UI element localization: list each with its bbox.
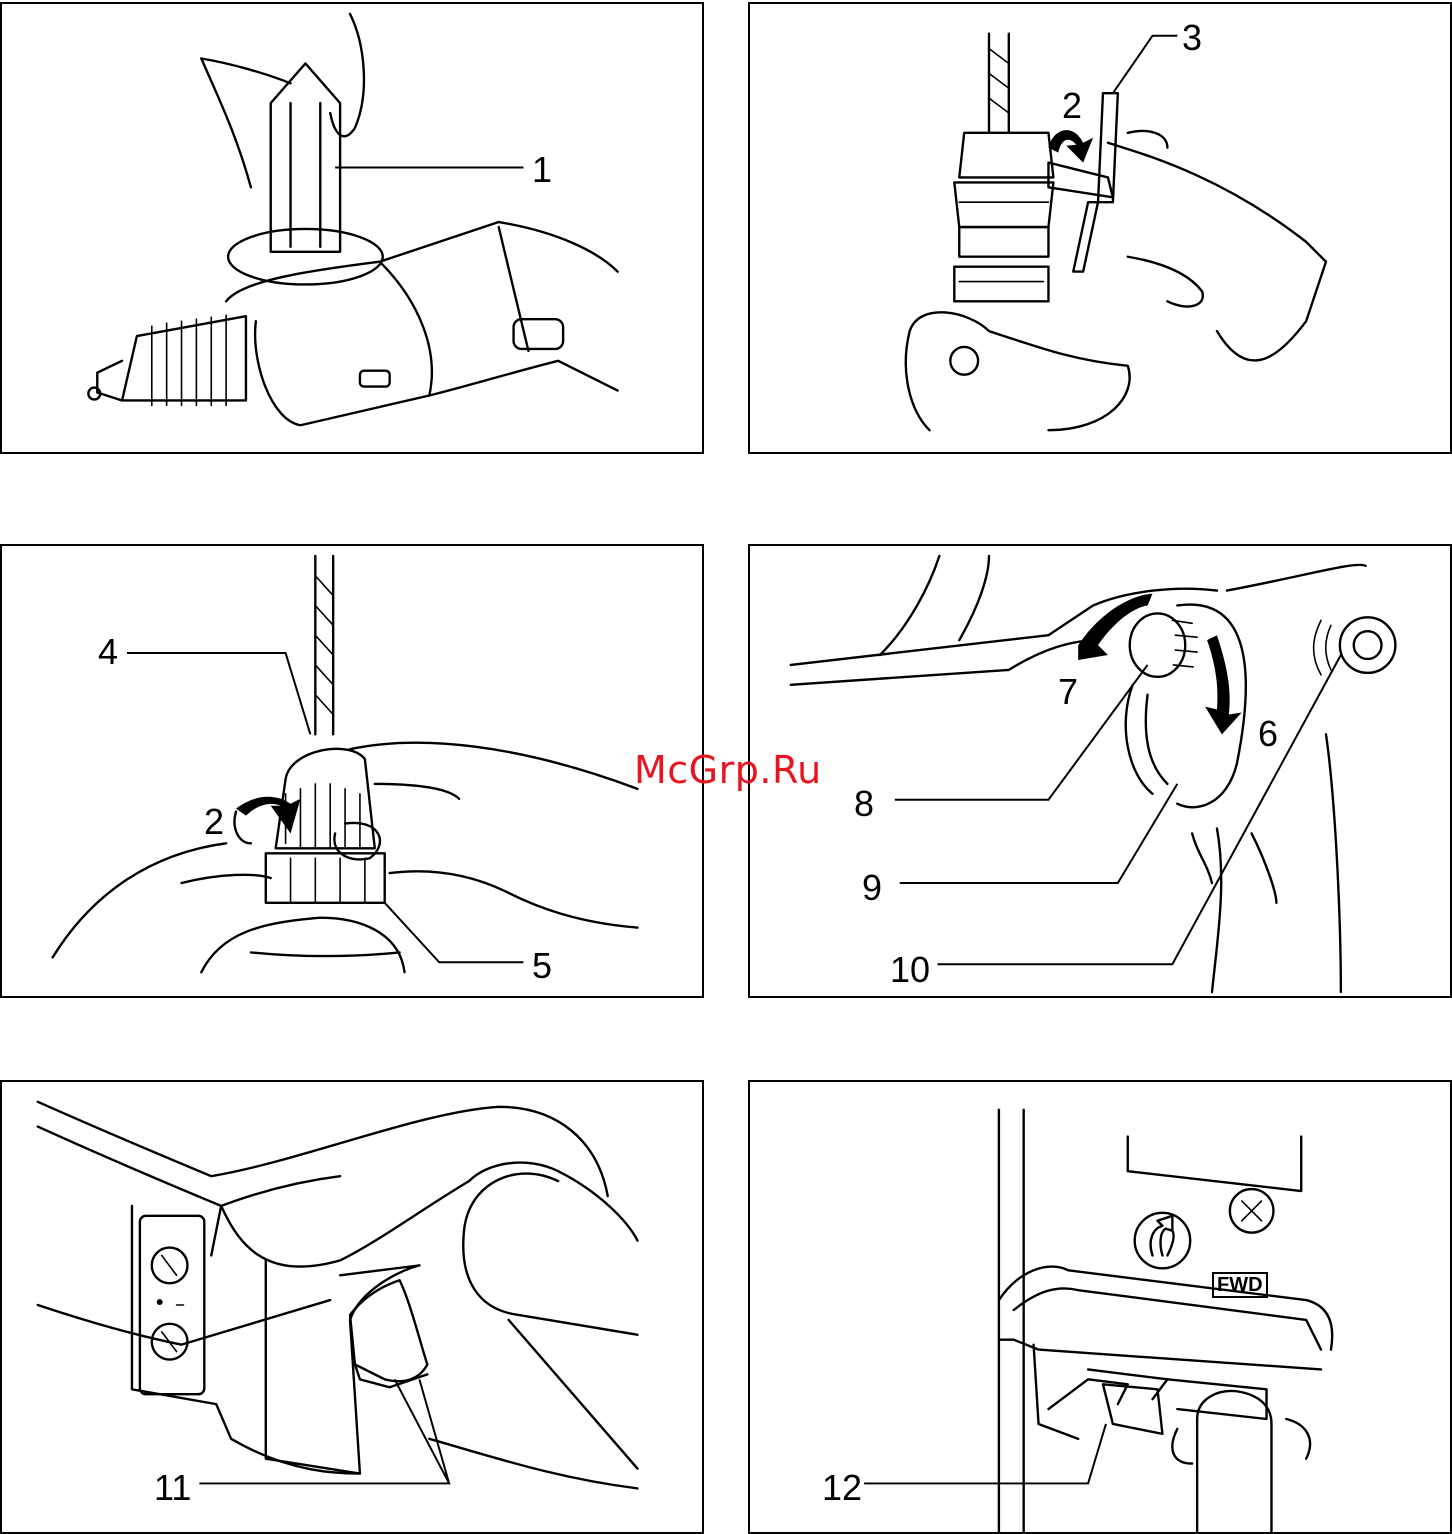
leader-lines-panel-3	[2, 546, 702, 996]
callout-11: 11	[154, 1470, 191, 1506]
figure-panel-3: 4 2 5	[0, 544, 704, 998]
callout-12: 12	[822, 1470, 862, 1506]
callout-7: 7	[1058, 674, 1078, 710]
leader-line-1	[2, 4, 702, 452]
leader-line-3	[750, 4, 1450, 452]
leader-line-12	[750, 1082, 1450, 1532]
callout-4: 4	[98, 634, 118, 670]
callout-1: 1	[532, 152, 552, 188]
callout-10: 10	[890, 952, 930, 988]
callout-5: 5	[532, 948, 552, 984]
callout-3: 3	[1182, 20, 1202, 56]
callout-9: 9	[862, 870, 882, 906]
figure-panel-1: 1	[0, 2, 704, 454]
figure-panel-6: FWD 12	[748, 1080, 1452, 1534]
callout-8: 8	[854, 786, 874, 822]
watermark: McGrp.Ru	[634, 748, 822, 792]
figure-panel-5: 11	[0, 1080, 704, 1534]
figure-panel-2: 2 3	[748, 2, 1452, 454]
figure-panel-4: 7 6 8 9 10	[748, 544, 1452, 998]
callout-2-rotation: 2	[204, 804, 224, 840]
callout-2: 2	[1062, 88, 1082, 124]
leader-lines-panel-4	[750, 546, 1450, 996]
callout-6: 6	[1258, 716, 1278, 752]
leader-line-11	[2, 1082, 702, 1532]
